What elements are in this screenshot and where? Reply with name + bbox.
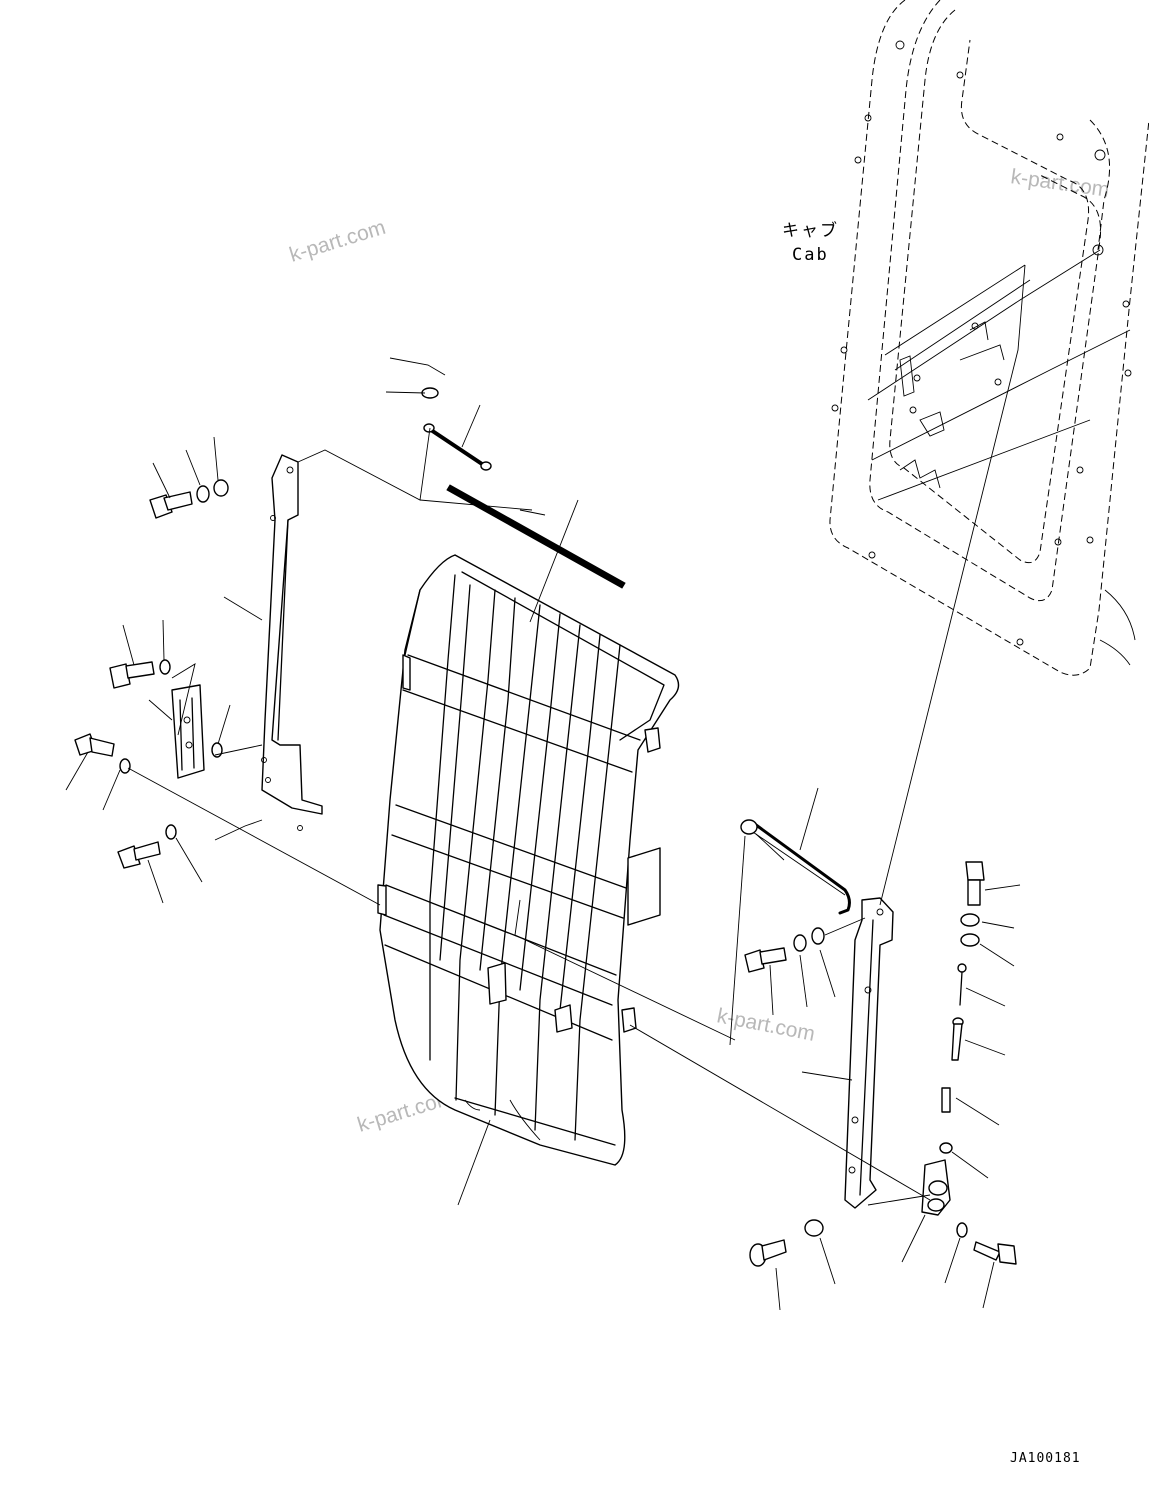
figure-code: JA100181 xyxy=(1010,1451,1081,1466)
washer xyxy=(811,927,825,945)
bolt xyxy=(74,733,115,757)
snap-ring xyxy=(939,1142,953,1154)
washer xyxy=(165,824,177,840)
bushing xyxy=(941,1087,951,1113)
bolt xyxy=(973,1241,1017,1265)
bolt xyxy=(965,861,985,906)
nut xyxy=(804,1219,824,1237)
cab-outline xyxy=(829,0,1149,676)
watermark: k-part.com xyxy=(1009,165,1110,202)
nut xyxy=(740,819,758,835)
right-hinge xyxy=(921,1159,951,1216)
washer xyxy=(793,934,807,952)
cab-label-en: Cab xyxy=(792,245,829,265)
washer xyxy=(960,933,980,947)
leader-lines xyxy=(65,357,1021,1311)
assembly-lines xyxy=(127,264,1026,1206)
bolt xyxy=(109,661,155,689)
top-stay xyxy=(421,387,492,471)
washer xyxy=(196,485,210,503)
washer xyxy=(956,1222,968,1238)
latch-rod xyxy=(748,820,851,915)
bolt xyxy=(117,841,161,869)
right-bracket xyxy=(844,897,894,1209)
washer xyxy=(159,659,171,675)
washer xyxy=(211,742,223,758)
bolt xyxy=(149,491,193,519)
grease-fitting xyxy=(957,963,967,1006)
pin xyxy=(951,1017,964,1061)
cab-label-jp: キャブ xyxy=(782,220,839,241)
front-guard xyxy=(377,554,680,1166)
left-hinge xyxy=(171,684,205,779)
seal-strip xyxy=(446,484,626,589)
washer xyxy=(960,913,980,927)
pin xyxy=(749,1239,787,1267)
bolt xyxy=(744,947,787,973)
watermark: k-part.com xyxy=(287,216,389,267)
washer xyxy=(213,479,229,497)
left-bracket xyxy=(261,454,323,831)
washer xyxy=(119,758,131,774)
